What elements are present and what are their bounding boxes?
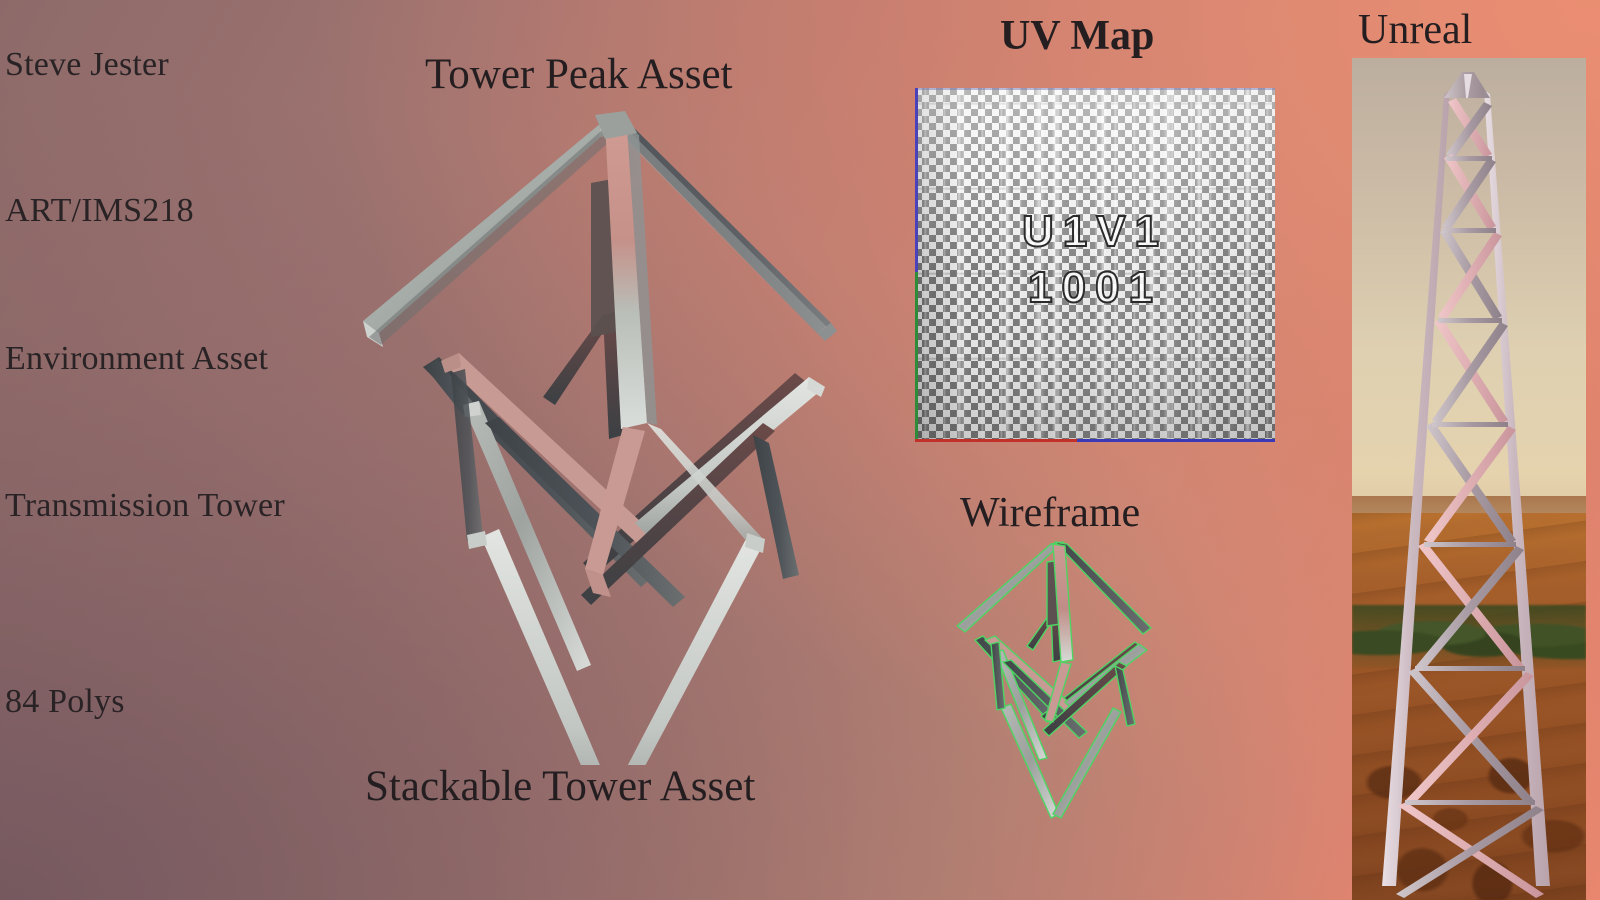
uv-tile-label: U1V1 1001	[915, 204, 1275, 317]
heading-stackable-tower-asset: Stackable Tower Asset	[365, 763, 756, 810]
uv-shading-overlay	[915, 88, 1275, 442]
uv-border-left-blue	[915, 88, 918, 273]
info-label-column: Steve Jester ART/IMS218 Environment Asse…	[0, 0, 420, 900]
tower-wireframe-render	[955, 540, 1215, 885]
heading-tower-peak-asset: Tower Peak Asset	[425, 51, 733, 98]
label-poly-count: 84 Polys	[5, 683, 125, 720]
unreal-lattice-tower	[1382, 72, 1550, 898]
tower-peak-asset-render	[355, 105, 855, 821]
label-course: ART/IMS218	[5, 192, 194, 229]
tower-wireframe-svg	[956, 541, 1152, 819]
label-asset-subject: Transmission Tower	[5, 487, 285, 524]
label-asset-type: Environment Asset	[5, 340, 269, 377]
heading-uv-map: UV Map	[1000, 13, 1155, 59]
heading-wireframe: Wireframe	[960, 490, 1141, 536]
tower-peak-svg	[363, 111, 837, 821]
heading-unreal: Unreal	[1358, 7, 1473, 53]
uv-tile-label-line1: U1V1	[1021, 206, 1169, 257]
uv-border-bottom-red	[915, 439, 1077, 442]
uv-tile-label-line2: 1001	[1027, 262, 1162, 313]
uv-border-top	[915, 88, 1275, 90]
uv-border-left-green	[915, 272, 918, 442]
unreal-engine-tower-screenshot	[1352, 58, 1586, 900]
uv-map-panel: U1V1 1001	[915, 88, 1275, 442]
label-author: Steve Jester	[5, 46, 169, 83]
uv-vertical-seams	[915, 88, 1275, 442]
uv-border-bottom-blue	[1077, 439, 1275, 442]
